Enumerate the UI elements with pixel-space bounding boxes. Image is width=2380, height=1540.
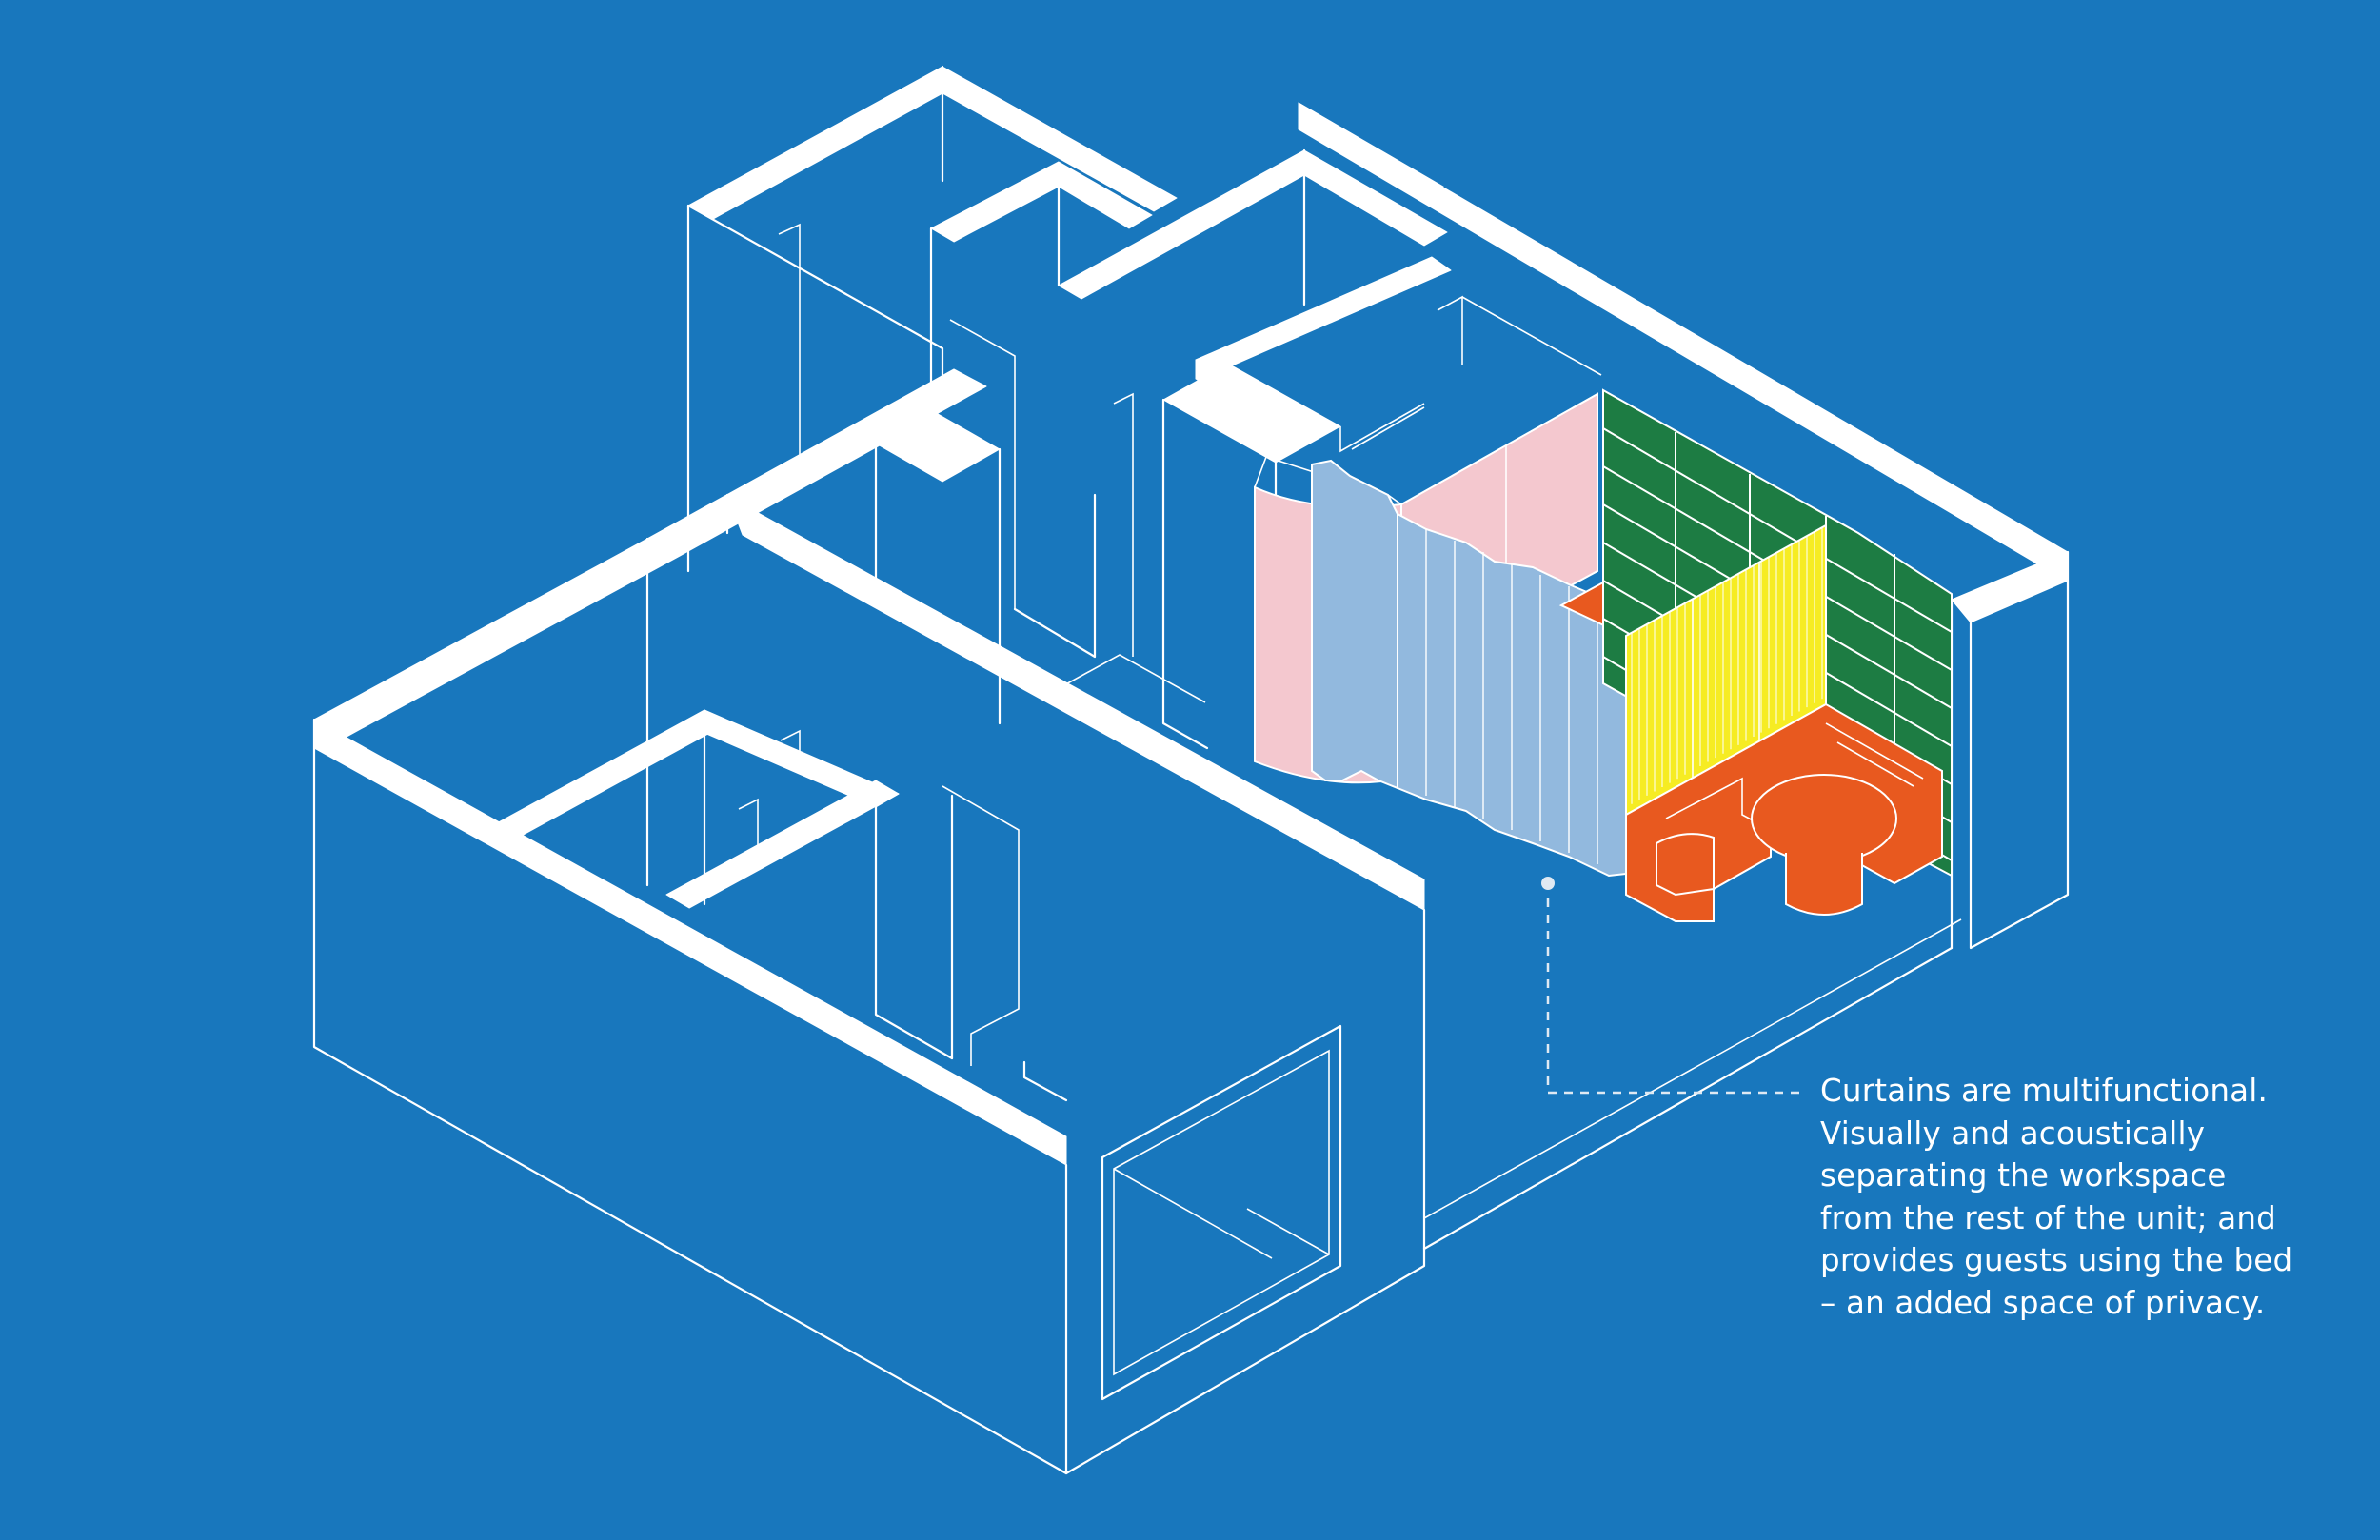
curtain-pleats — [1425, 529, 1598, 864]
annotation-callout: Curtains are multifunctional. Visually a… — [1820, 1070, 2353, 1324]
dashed-leader-line — [1546, 898, 1801, 1095]
callout-line-1: Curtains are multifunctional. — [1820, 1073, 2268, 1109]
callout-line-6: – an added space of privacy. — [1820, 1284, 2266, 1321]
callout-line-2: Visually and acoustically — [1820, 1115, 2206, 1152]
callout-line-4: from the rest of the unit; and — [1820, 1199, 2276, 1236]
north-rooms-walls — [686, 65, 1452, 609]
annotation-leader — [1541, 877, 1801, 1095]
east-wing-walls — [1195, 102, 2070, 1251]
west-wing-walls — [312, 368, 1962, 1475]
callout-line-5: provides guests using the bed — [1820, 1242, 2293, 1278]
leader-dot-marker — [1541, 877, 1555, 890]
bench-and-table — [1625, 702, 1943, 922]
callout-line-3: separating the workspace — [1820, 1157, 2227, 1194]
yellow-panel-lines — [1631, 527, 1823, 804]
yellow-panels — [1625, 523, 1827, 817]
